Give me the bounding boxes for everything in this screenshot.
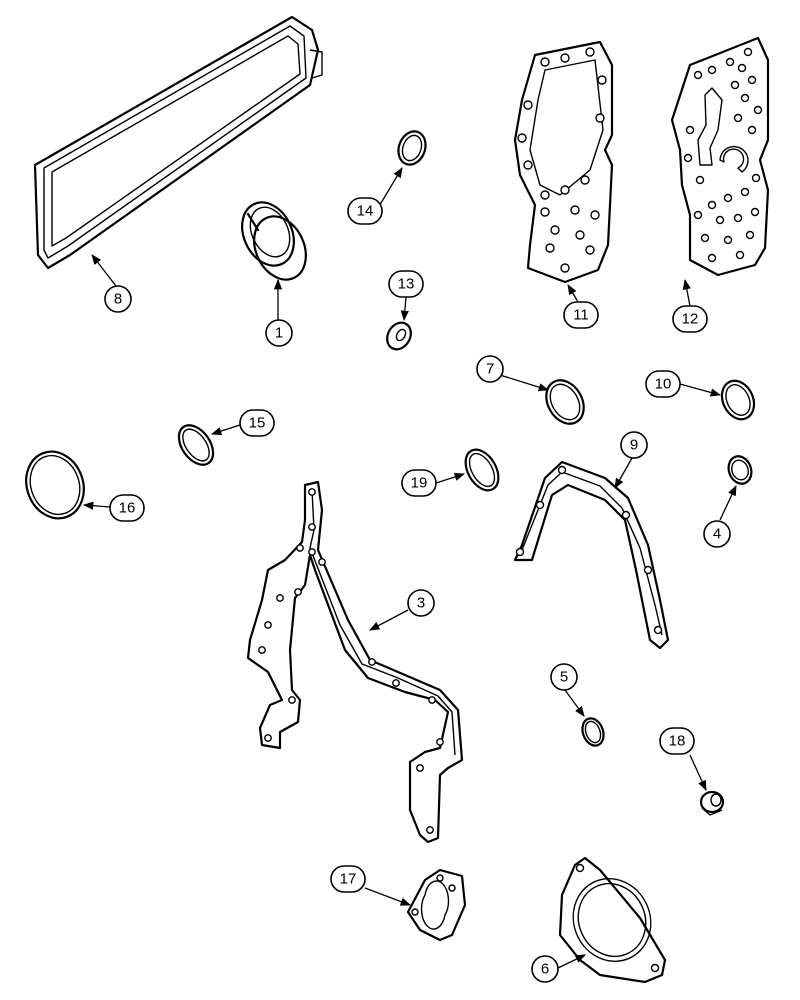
callout-8: 8 (104, 285, 132, 313)
callout-8-label: 8 (114, 291, 122, 308)
callout-4-label: 4 (713, 526, 721, 543)
callout-13-label: 13 (398, 276, 415, 293)
callout-12: 12 (672, 305, 708, 333)
callout-5-label: 5 (560, 669, 568, 686)
callout-3-label: 3 (417, 595, 425, 612)
part-7-o-ring (545, 379, 585, 425)
part-9-arched-gasket (513, 460, 670, 650)
part-6-flange-gasket (558, 856, 667, 984)
callout-11: 11 (563, 301, 599, 329)
callout-4: 4 (703, 520, 731, 548)
part-18-plug (699, 790, 725, 816)
callout-15: 15 (239, 409, 275, 437)
part-3-holes (258, 488, 444, 834)
callout-9: 9 (620, 431, 648, 459)
part-12-plate-gasket (670, 36, 770, 277)
part-3-front-cover-gasket (246, 480, 464, 844)
part-16-o-ring (25, 450, 85, 520)
callout-6: 6 (531, 955, 559, 983)
part-11-holes (517, 47, 607, 273)
callout-16-label: 16 (119, 500, 136, 517)
callout-7-label: 7 (486, 361, 494, 378)
callout-10-label: 10 (655, 376, 672, 393)
callout-11-label: 11 (573, 307, 589, 324)
part-14-o-ring (397, 130, 427, 166)
part-19-o-ring (464, 448, 500, 492)
callout-6-label: 6 (541, 961, 549, 978)
callout-18-label: 18 (669, 733, 686, 750)
callout-18: 18 (659, 727, 695, 755)
callout-19-label: 19 (411, 475, 428, 492)
callout-13: 13 (388, 270, 424, 298)
part-11-plate-gasket (513, 40, 614, 284)
callout-10: 10 (645, 370, 681, 398)
part-15-o-ring (177, 424, 215, 466)
part-10-o-ring (720, 379, 756, 421)
part-8-rectangular-gasket (33, 15, 323, 270)
part-5-o-ring (581, 717, 605, 747)
callout-1-label: 1 (275, 325, 283, 342)
part-12-holes (683, 47, 763, 263)
part-13-washer (386, 321, 412, 351)
callout-9-label: 9 (630, 437, 638, 454)
part-17-bracket-gasket (406, 868, 467, 942)
callout-16: 16 (109, 494, 145, 522)
callout-14-label: 14 (357, 203, 374, 220)
callout-14: 14 (347, 197, 383, 225)
callout-15-label: 15 (249, 415, 266, 432)
callout-3: 3 (407, 589, 435, 617)
part-1-seal (241, 201, 307, 281)
callout-17: 17 (330, 865, 366, 893)
leader-lines (82, 167, 737, 969)
callout-17-label: 17 (340, 871, 357, 888)
callout-7: 7 (476, 355, 504, 383)
callout-12-label: 12 (682, 311, 699, 328)
callout-19: 19 (401, 469, 437, 497)
part-4-o-ring (727, 455, 753, 485)
callout-1: 1 (265, 319, 293, 347)
callout-5: 5 (550, 663, 578, 691)
